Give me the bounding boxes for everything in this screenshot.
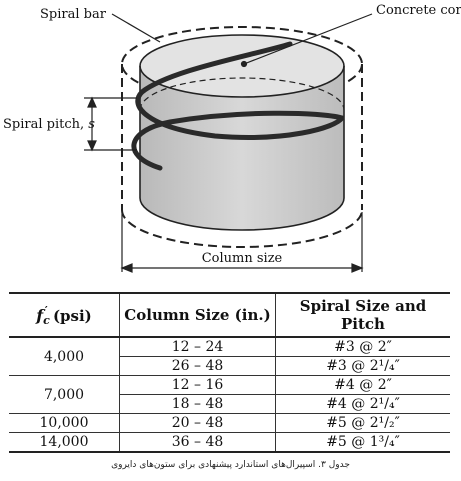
table-row: 10,000 20 – 48 #5 @ 2¹/₂″ [9, 413, 450, 433]
fc-cell: 14,000 [9, 432, 120, 453]
header-fc-unit: (psi) [52, 306, 92, 325]
spiral-cell: #4 @ 2″ [275, 375, 450, 395]
column-size-cell: 20 – 48 [119, 413, 276, 433]
column-size-cell: 36 – 48 [119, 432, 276, 453]
header-fc-symbol: f [36, 305, 44, 325]
fc-cell: 7,000 [9, 375, 120, 414]
header-column-size: Column Size (in.) [119, 292, 276, 338]
label-spiral-pitch: Spiral pitch, s [3, 117, 95, 132]
column-size-cell: 12 – 16 [119, 375, 276, 395]
leader-lines [111, 13, 373, 68]
spiral-cell: #5 @ 1³/₄″ [275, 432, 450, 453]
spiral-column-diagram: Spiral bar Concrete core Spiral pitch, s… [3, 3, 461, 273]
label-spiral-bar: Spiral bar [40, 7, 107, 22]
spiral-spec-table: fc′ (psi) Column Size (in.) Spiral Size … [9, 292, 450, 453]
column-size-cell: 26 – 48 [119, 356, 276, 376]
table-row: 7,000 12 – 16 #4 @ 2″ [9, 375, 450, 414]
label-spiral-pitch-text: Spiral pitch, [3, 117, 88, 132]
table-header-row: fc′ (psi) Column Size (in.) Spiral Size … [9, 292, 450, 338]
fc-cell: 4,000 [9, 336, 120, 376]
header-fc-prime: ′ [44, 303, 48, 317]
header-fc: fc′ (psi) [9, 292, 120, 338]
column-size-cell: 12 – 24 [119, 336, 276, 357]
header-fc-sub: c [43, 313, 50, 327]
column-size-cell: 18 – 48 [119, 394, 276, 414]
header-spiral: Spiral Size and Pitch [275, 292, 450, 338]
spiral-cell: #5 @ 2¹/₂″ [275, 413, 450, 433]
table-caption: جدول ۳. اسپیرال‌های استاندارد پیشنهادی ب… [111, 460, 350, 470]
spiral-cell: #3 @ 2″ [275, 336, 450, 357]
spiral-cell: #3 @ 2¹/₄″ [275, 356, 450, 376]
label-column-size: Column size [202, 251, 283, 266]
label-pitch-symbol: s [88, 117, 95, 132]
spiral-cell: #4 @ 2¹/₄″ [275, 394, 450, 414]
table-row: 14,000 36 – 48 #5 @ 1³/₄″ [9, 432, 450, 453]
table-row: 4,000 12 – 24 #3 @ 2″ [9, 336, 450, 376]
column-size-dimension [120, 212, 364, 273]
fc-cell: 10,000 [9, 413, 120, 433]
spiral-bar [131, 41, 345, 171]
label-concrete-core: Concrete core [376, 3, 461, 18]
spiral-pitch-dimension [84, 96, 137, 152]
